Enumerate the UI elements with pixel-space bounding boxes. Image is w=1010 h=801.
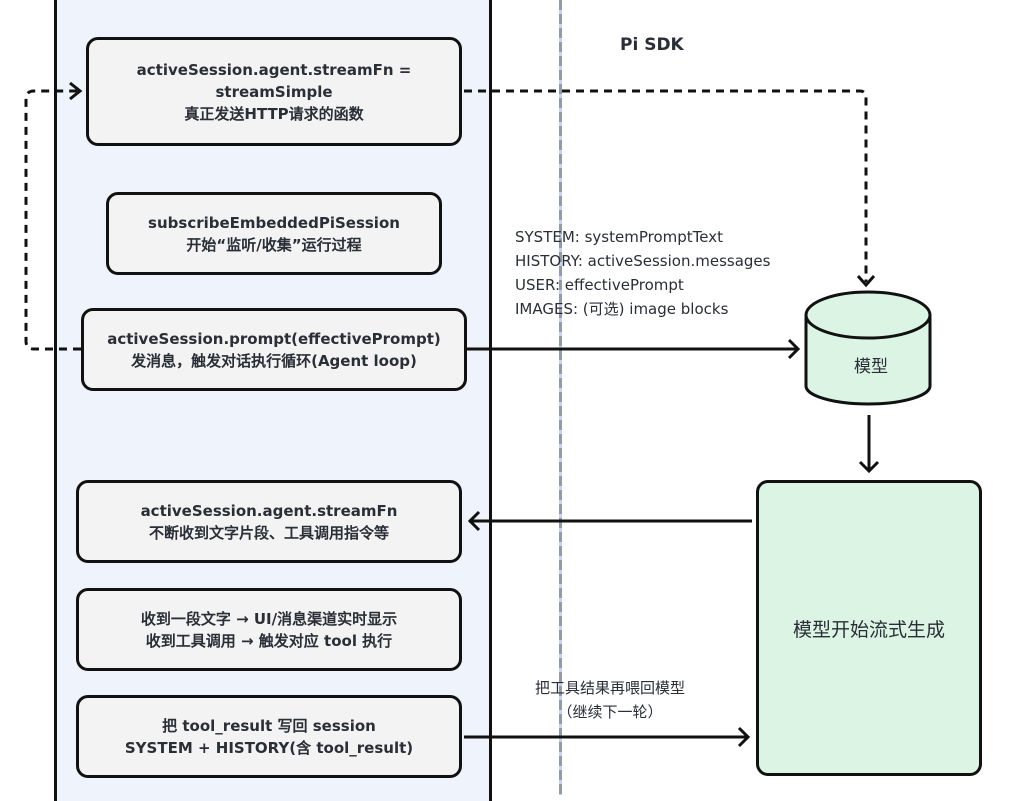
box-line: 不断收到文字片段、工具调用指令等 (148, 523, 389, 542)
box-line: 收到工具调用 → 触发对应 tool 执行 (145, 631, 393, 650)
handle-output-box[interactable]: 收到一段文字 → UI/消息渠道实时显示 收到工具调用 → 触发对应 tool … (76, 588, 462, 671)
feedback-line: （继续下一轮） (557, 703, 663, 721)
box-line: 开始“监听/收集”运行过程 (186, 235, 362, 254)
box-line: 把 tool_result 写回 session (162, 716, 376, 735)
prompt-call-box[interactable]: activeSession.prompt(effectivePrompt) 发消… (81, 308, 467, 391)
prompt-arrowhead-icon (787, 338, 801, 360)
model-label: 模型 (854, 357, 888, 377)
model-cylinder[interactable] (804, 290, 932, 406)
box-line: 发消息，触发对话执行循环(Agent loop) (131, 351, 417, 370)
feedback-label: 把工具结果再喂回模型 （继续下一轮） (510, 676, 710, 724)
model-top-arrowhead-icon (856, 275, 876, 288)
payload-user: USER: effectivePrompt (515, 276, 684, 294)
pi-sdk-lane-title: Pi SDK (620, 35, 684, 55)
tool-result-arrowhead-icon (737, 726, 751, 748)
payload-system: SYSTEM: systemPromptText (515, 228, 723, 246)
box-line: subscribeEmbeddedPiSession (148, 213, 400, 232)
box-line: activeSession.prompt(effectivePrompt) (107, 329, 441, 348)
model-generation-box[interactable]: 模型开始流式生成 (756, 480, 982, 776)
box-line: SYSTEM + HISTORY(含 tool_result) (124, 738, 414, 757)
generation-arrowhead-icon (858, 460, 880, 474)
lane-divider (559, 0, 562, 795)
write-tool-result-box[interactable]: 把 tool_result 写回 session SYSTEM + HISTOR… (76, 695, 462, 778)
box-line: activeSession.agent.streamFn (140, 501, 398, 520)
payload-images: IMAGES: (可选) image blocks (515, 300, 729, 318)
box-line: 收到一段文字 → UI/消息渠道实时显示 (140, 609, 398, 628)
box-line: activeSession.agent.streamFn = (136, 60, 412, 79)
subscribe-session-box[interactable]: subscribeEmbeddedPiSession 开始“监听/收集”运行过程 (106, 192, 442, 275)
box-line: streamSimple (215, 82, 333, 101)
generation-label: 模型开始流式生成 (792, 618, 945, 641)
feedback-line: 把工具结果再喂回模型 (534, 679, 685, 697)
box-line: 真正发送HTTP请求的函数 (184, 104, 364, 123)
stream-fn-assign-box[interactable]: activeSession.agent.streamFn = streamSim… (86, 37, 462, 146)
request-payload-label: SYSTEM: systemPromptText HISTORY: active… (515, 225, 770, 321)
payload-history: HISTORY: activeSession.messages (515, 252, 771, 270)
stream-fn-receive-box[interactable]: activeSession.agent.streamFn 不断收到文字片段、工具… (76, 480, 462, 563)
